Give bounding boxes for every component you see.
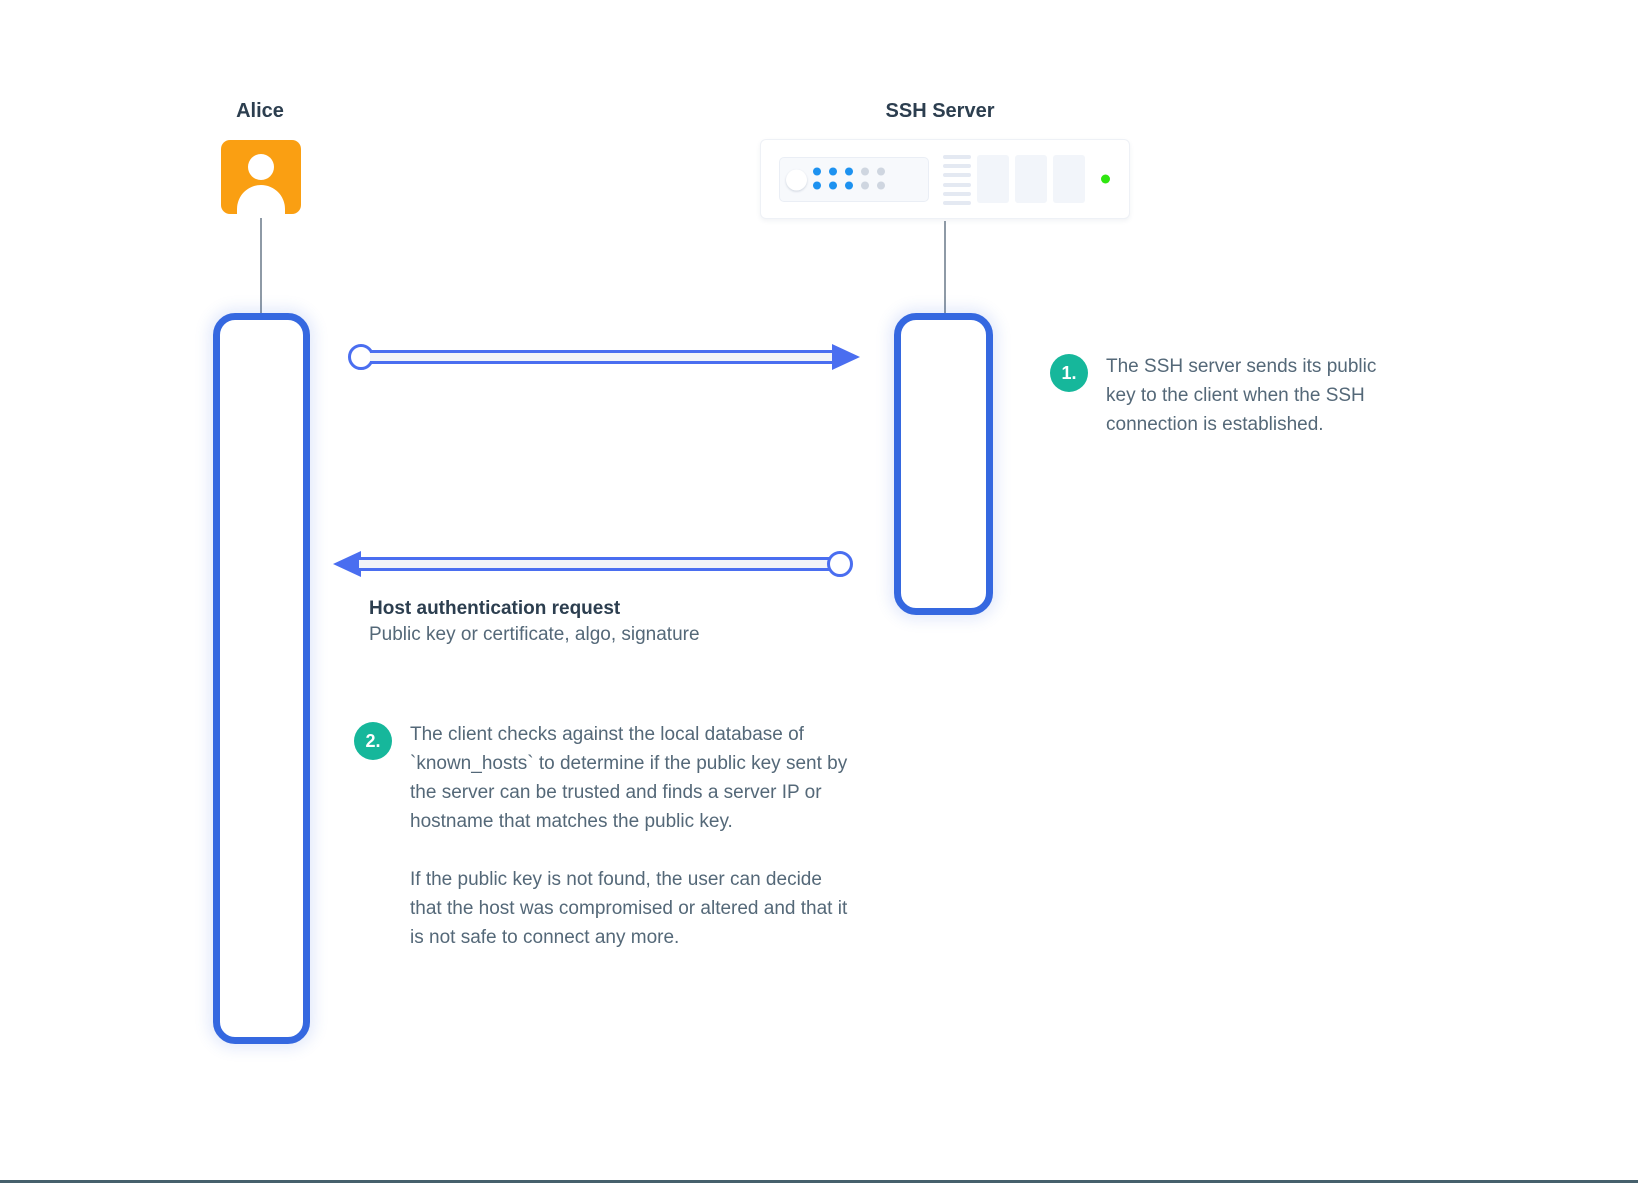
server-led — [861, 167, 869, 175]
server-drive-bay — [1053, 155, 1085, 203]
user-avatar-icon — [221, 140, 301, 219]
step-annotation-2: 2. The client checks against the local d… — [354, 720, 854, 952]
arrow-origin-circle-icon — [348, 344, 374, 370]
step-2-paragraph: The client checks against the local data… — [410, 724, 848, 832]
message-label-subtitle: Public key or certificate, algo, signatu… — [369, 624, 700, 645]
arrow-shaft — [359, 557, 831, 571]
server-rack-icon — [760, 139, 1130, 219]
server-knob-icon — [786, 169, 807, 190]
step-text-2: The client checks against the local data… — [410, 720, 854, 952]
message-arrow-server-to-alice — [333, 551, 853, 577]
server-lifeline-box — [894, 313, 993, 615]
server-led — [877, 181, 885, 189]
server-led — [845, 167, 853, 175]
server-status-led-icon — [1101, 174, 1110, 184]
arrow-head-right-icon — [832, 344, 860, 370]
alice-lifeline-stem — [260, 218, 262, 316]
server-led — [829, 167, 837, 175]
server-drive-bay — [977, 155, 1009, 203]
server-led — [829, 181, 837, 189]
server-led — [877, 167, 885, 175]
arrow-shaft — [370, 350, 834, 364]
actor-title-ssh-server: SSH Server — [885, 100, 995, 122]
step-annotation-1: 1. The SSH server sends its public key t… — [1050, 352, 1380, 439]
step-badge-1: 1. — [1050, 354, 1088, 392]
server-led — [845, 181, 853, 189]
step-1-paragraph: The SSH server sends its public key to t… — [1106, 356, 1377, 435]
server-front-panel — [779, 157, 929, 202]
server-lifeline-stem — [944, 221, 946, 317]
arrow-head-left-icon — [333, 551, 361, 577]
avatar-head-shape — [248, 154, 274, 180]
message-label-title: Host authentication request — [369, 598, 621, 619]
server-led — [813, 181, 821, 189]
arrow-origin-circle-icon — [827, 551, 853, 577]
message-label-host-authentication-request: Host authentication request Public key o… — [369, 596, 889, 648]
avatar-body-shape — [237, 185, 285, 219]
server-vent-lines-icon — [943, 155, 971, 205]
message-arrow-alice-to-server — [348, 344, 860, 370]
server-led — [813, 167, 821, 175]
actor-title-alice: Alice — [236, 100, 284, 122]
server-led-grid — [813, 167, 888, 192]
alice-lifeline-box — [213, 313, 310, 1044]
server-drive-bay — [1015, 155, 1047, 203]
step-text-1: The SSH server sends its public key to t… — [1106, 352, 1380, 439]
server-led — [861, 181, 869, 189]
bottom-divider — [0, 1180, 1638, 1183]
step-badge-2: 2. — [354, 722, 392, 760]
step-2-paragraph: If the public key is not found, the user… — [410, 869, 848, 948]
